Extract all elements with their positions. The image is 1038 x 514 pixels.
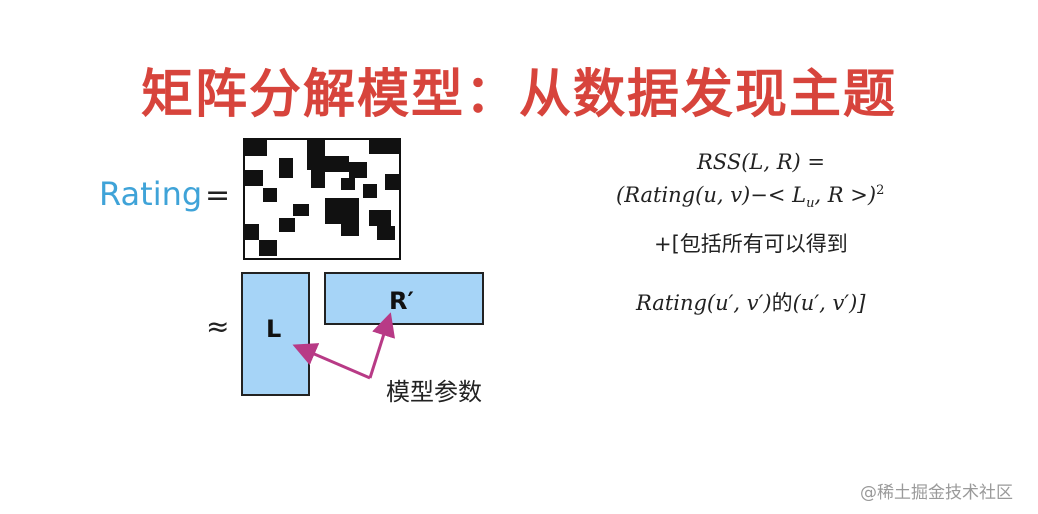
rating-label: Rating: [99, 175, 203, 213]
formula-line-2-prefix: (Rating(u, v)−< L: [616, 183, 807, 207]
formula-line-2: (Rating(u, v)−< Lu, R >)2: [616, 183, 884, 211]
formula-line-2-sub: u: [806, 196, 815, 212]
formula-line-1: RSS(L, R) =: [697, 150, 825, 174]
formula-line-2-mid: , R: [814, 183, 844, 207]
formula-line-4-a: Rating(u′, v′): [636, 291, 772, 315]
slide-title: 矩阵分解模型：从数据发现主题: [140, 65, 897, 125]
formula-line-4-c: (u′, v′)]: [792, 291, 866, 315]
formula-line-2-suffix: >): [843, 183, 877, 207]
model-params-label: 模型参数: [386, 378, 482, 406]
arrow-to-r: [368, 312, 396, 379]
matrix-l-box: [241, 272, 310, 396]
matrix-r-box: [324, 272, 484, 325]
formula-line-3: +[包括所有可以得到: [654, 232, 848, 256]
matrix-l-label: L: [266, 315, 282, 343]
rating-matrix-pattern: [245, 140, 399, 256]
approx-sign: ≈: [206, 310, 230, 343]
formula-line-4-b: 的: [771, 291, 793, 315]
equals-sign: =: [205, 178, 231, 213]
formula-line-2-exp: 2: [876, 183, 885, 198]
watermark: @稀土掘金技术社区: [860, 483, 1013, 503]
rating-matrix: [243, 138, 401, 260]
formula-line-4: Rating(u′, v′)的(u′, v′)]: [636, 287, 865, 317]
matrix-r-label: R′: [389, 287, 414, 315]
